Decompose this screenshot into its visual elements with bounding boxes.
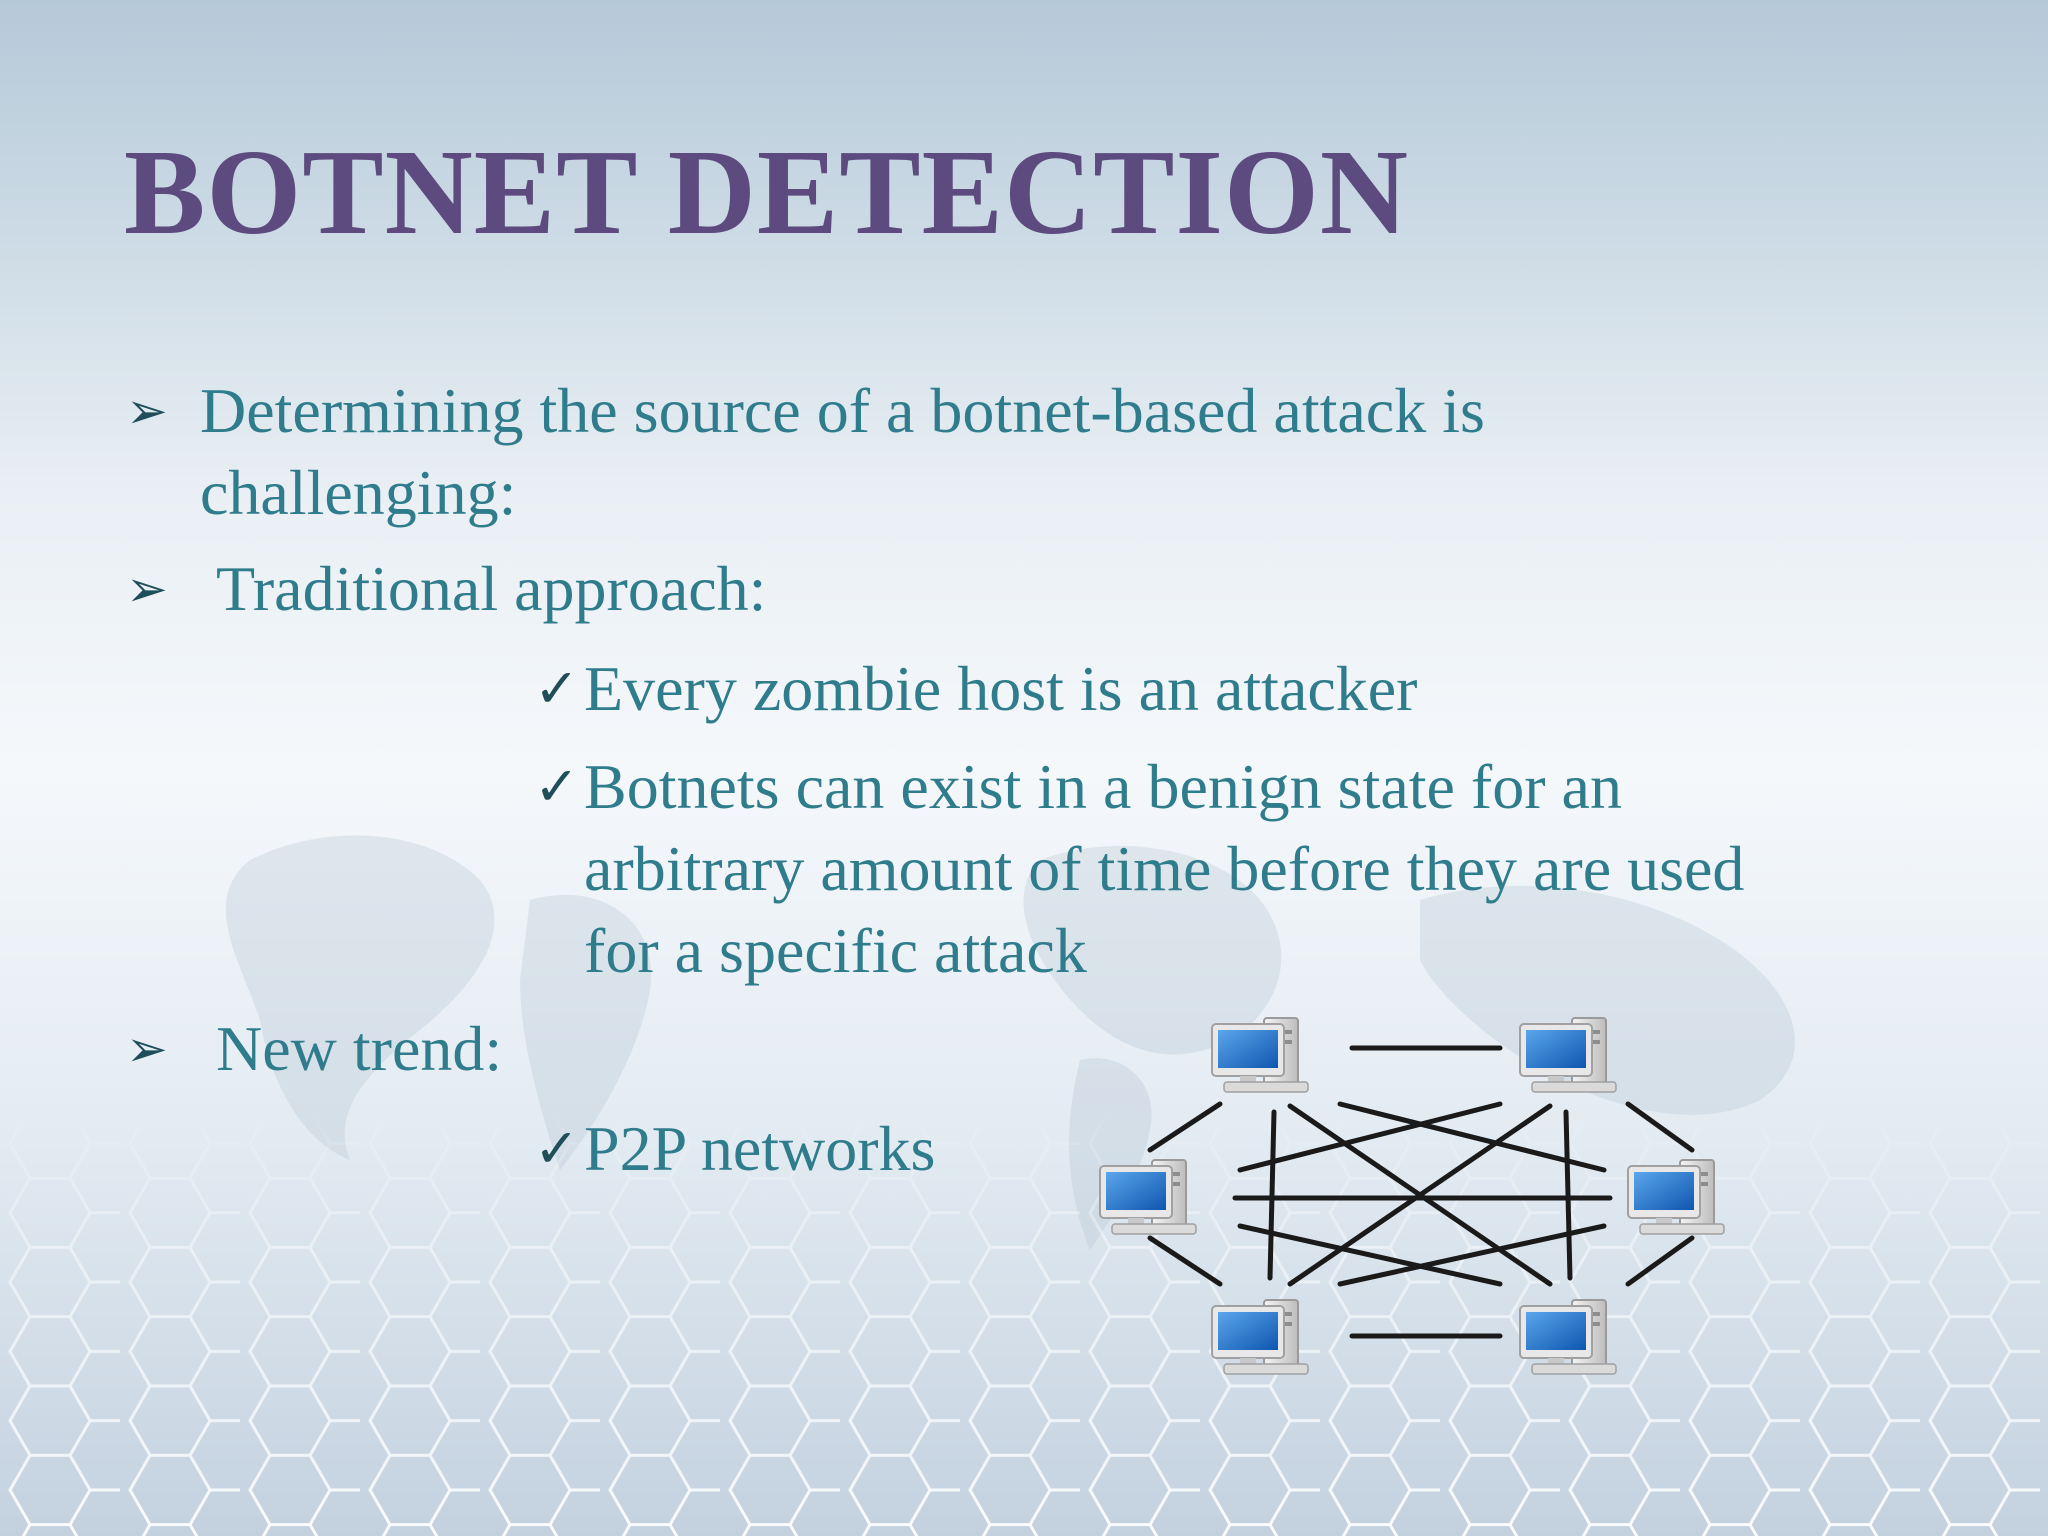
world-map-watermark [225,835,1795,1250]
desktop-computer-icon [1211,1299,1309,1375]
desktop-computer-icon [1627,1159,1725,1235]
arrowhead-bullet-icon: ➢ [126,382,168,440]
bullet-text: Traditional approach: [216,553,767,624]
subitem-text: arbitrary amount of time before they are… [584,833,1745,904]
arrowhead-bullet-icon: ➢ [126,1020,168,1078]
slide-title: BOTNET DETECTION [124,125,1409,260]
subitem-text: Botnets can exist in a benign state for … [584,751,1622,822]
subitem-text: P2P networks [584,1113,936,1184]
checkmark-icon: ✓ [534,755,580,818]
desktop-computer-icon [1519,1017,1617,1093]
desktop-computer-icon [1099,1159,1197,1235]
p2p-network-diagram [1099,1017,1725,1375]
checkmark-icon: ✓ [534,1117,580,1180]
subitem-text: Every zombie host is an attacker [584,653,1418,724]
arrowhead-bullet-icon: ➢ [126,560,168,618]
desktop-computer-icon [1519,1299,1617,1375]
desktop-computer-icon [1211,1017,1309,1093]
network-links [1147,1045,1695,1339]
bullet-text: Determining the source of a botnet-based… [200,375,1485,446]
checkmark-icon: ✓ [534,657,580,720]
bullet-text: challenging: [200,457,517,528]
bullet-text: New trend: [216,1013,503,1084]
subitem-text: for a specific attack [584,915,1087,986]
